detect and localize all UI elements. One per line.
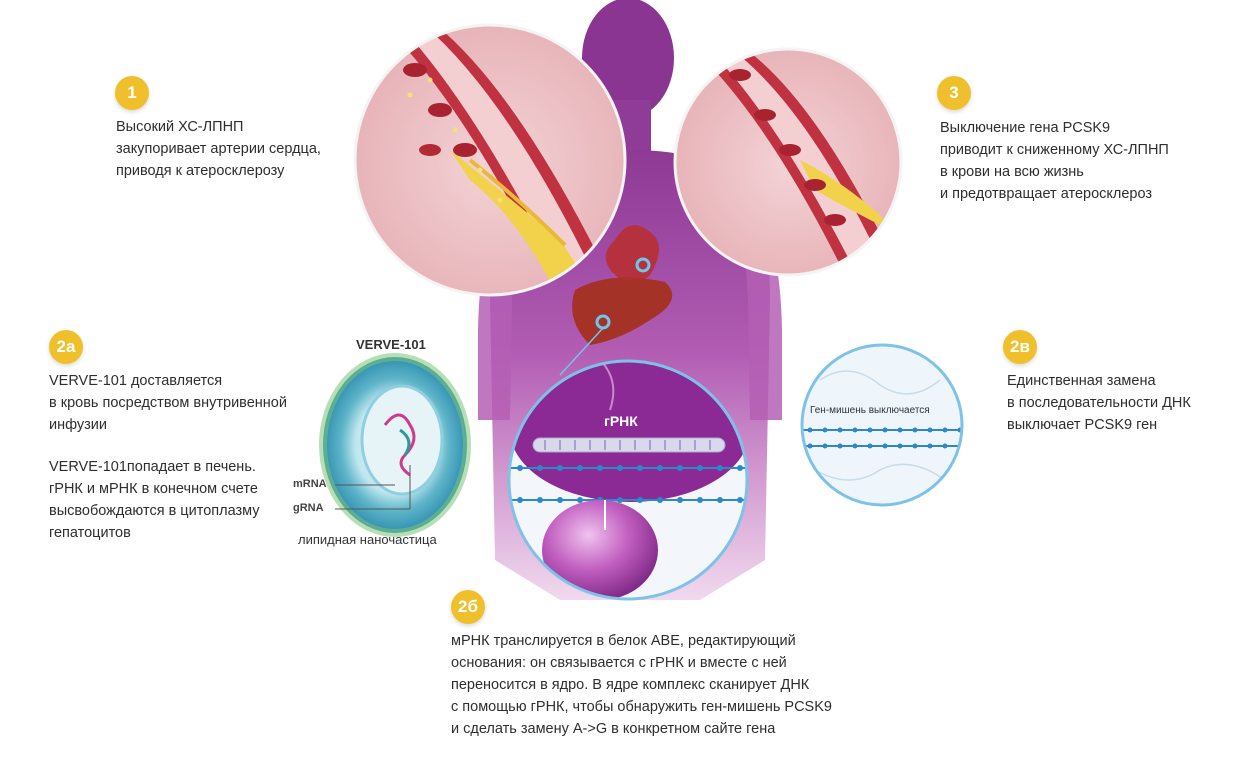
step-2a-text-delivery: VERVE-101 доставляется в кровь посредств…: [49, 373, 287, 433]
step-1-text: Высокий ХС-ЛПНП закупоривает артерии сер…: [116, 119, 321, 179]
step-2v-badge: 2в: [1003, 330, 1037, 364]
step-2v-text: Единственная замена в последовательности…: [1007, 373, 1191, 433]
target-gene-label: Ген-мишень выключается: [810, 405, 930, 416]
step-2b-text: мРНК транслируется в белок ABE, редактир…: [451, 633, 832, 737]
step-2b-badge: 2б: [451, 590, 485, 624]
step-3-badge: 3: [937, 76, 971, 110]
grna-label: gRNA: [293, 502, 324, 514]
grna-circle-label: гРНК: [604, 413, 638, 429]
nanoparticle-title: VERVE-101: [356, 337, 426, 352]
nanoparticle-caption: липидная наночастица: [298, 532, 437, 547]
mrna-label: mRNA: [293, 478, 327, 490]
step-3-text: Выключение гена PCSK9 приводит к сниженн…: [940, 120, 1169, 202]
step-1-badge: 1: [115, 76, 149, 110]
step-2a-badge: 2a: [49, 330, 83, 364]
step-2a-text-release: VERVE-101попадает в печень. гРНК и мРНК …: [49, 459, 260, 541]
